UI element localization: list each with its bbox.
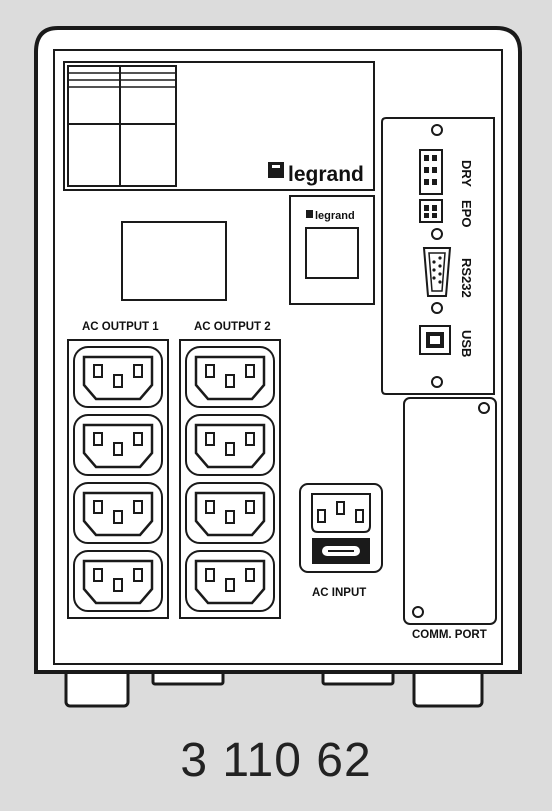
foot-left [64, 668, 130, 708]
legrand-badge: legrand [289, 195, 375, 305]
rs232-label: RS232 [459, 258, 474, 298]
ac-output-2-outlet[interactable] [185, 346, 275, 408]
vent-grille [67, 65, 177, 187]
ac-output-1-outlet[interactable] [73, 550, 163, 612]
ac-output-1-outlet[interactable] [73, 414, 163, 476]
product-code: 3 110 62 [180, 734, 372, 787]
rs232-port[interactable] [422, 247, 452, 297]
ac-output-1-label: AC OUTPUT 1 [82, 321, 159, 333]
panel-screw-bottom [431, 376, 443, 388]
rs232-screw-bottom [431, 302, 443, 314]
ac-output-2-outlet[interactable] [185, 414, 275, 476]
ac-output-1-outlet[interactable] [73, 482, 163, 544]
feet [64, 668, 484, 708]
display-window [121, 221, 227, 301]
comm-port-slot[interactable] [403, 397, 497, 625]
dry-label: DRY [459, 160, 474, 187]
badge-logo-text: legrand [315, 210, 355, 222]
usb-label: USB [459, 330, 474, 357]
epo-label: EPO [459, 200, 474, 227]
comm-port-label: COMM. PORT [412, 629, 487, 641]
panel-screw-top [431, 124, 443, 136]
epo-terminal[interactable] [419, 199, 443, 223]
ac-output-1-outlet[interactable] [73, 346, 163, 408]
dry-contact-terminal[interactable] [419, 149, 443, 195]
inner-frame [53, 49, 503, 665]
comm-panel: DRY EPO RS232 USB [381, 117, 495, 395]
ac-input-label: AC INPUT [312, 587, 366, 599]
usb-port[interactable] [419, 325, 451, 355]
ups-rear-panel-diagram: legrand legrand DRY EPO [34, 26, 522, 708]
ac-output-2-outlet[interactable] [185, 550, 275, 612]
ac-output-2-label: AC OUTPUT 2 [194, 321, 271, 333]
ac-output-2-outlet[interactable] [185, 482, 275, 544]
legrand-logo-main: legrand [268, 162, 364, 186]
brand-logo-text: legrand [288, 163, 364, 186]
rs232-screw-top [431, 228, 443, 240]
outlets-group [73, 346, 275, 612]
foot-right [412, 668, 484, 708]
ac-input-socket[interactable] [299, 483, 383, 573]
